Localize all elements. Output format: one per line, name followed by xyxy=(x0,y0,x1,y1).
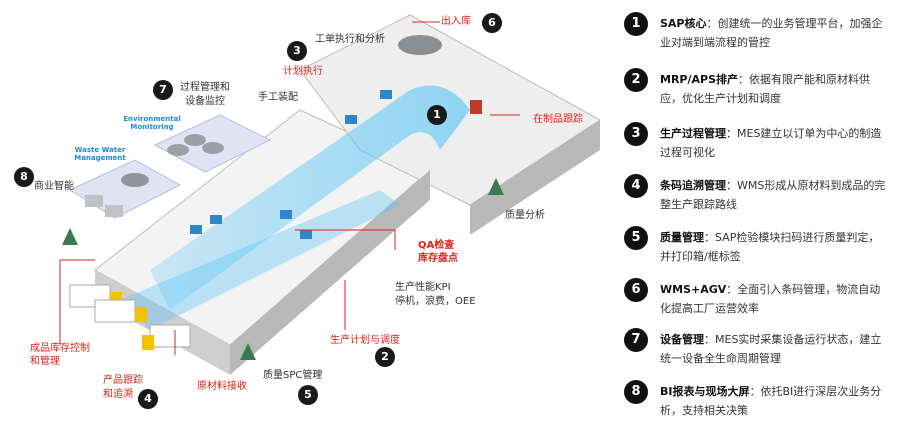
legend-desc: ：创建统一的业务管理平台，加强企业对端到端流程的管控 xyxy=(660,17,883,49)
badge-6: 6 xyxy=(482,13,502,33)
legend-desc: ：全面引入条码管理，物流自动化提高工厂运营效率 xyxy=(660,283,881,315)
factory-illustration xyxy=(59,14,601,375)
legend-desc: ：SAP检验模块扫码进行质量判定，并打印箱/框标签 xyxy=(660,231,880,263)
factory-diagram: 出入库 6 工单执行和分析 3 计划执行 7 过程管理和 设备监控 手工装配 1… xyxy=(14,13,601,409)
legend-title: WMS+AGV xyxy=(660,283,727,296)
legend-title: 条码追溯管理 xyxy=(660,179,726,192)
label-jihua: 计划执行 xyxy=(283,66,323,77)
badge-5: 5 xyxy=(298,385,318,405)
label-kpi2: 停机，浪费，OEE xyxy=(395,296,476,307)
legend-title: 质量管理 xyxy=(660,231,704,244)
label-guocheng: 过程管理和 xyxy=(180,82,230,93)
label-zaizhi: 在制品跟踪 xyxy=(533,114,583,125)
label-qa1: QA检查 xyxy=(418,240,455,251)
legend-desc: ：依据有限产能和原材料供应，优化生产计划和调度 xyxy=(660,73,870,105)
label-kpi1: 生产性能KPI xyxy=(395,282,451,293)
legend-badge: 4 xyxy=(624,174,648,198)
badge-3: 3 xyxy=(287,41,307,61)
legend-badge: 5 xyxy=(624,226,648,250)
legend-text: SAP核心：创建统一的业务管理平台，加强企业对端到端流程的管控 xyxy=(660,14,888,52)
label-spc: 质量SPC管理 xyxy=(263,370,323,381)
legend-title: 设备管理 xyxy=(660,333,704,346)
label-chuku: 出入库 xyxy=(441,16,471,27)
label-waste-water: Waste Water Management xyxy=(74,146,126,162)
waste-pad xyxy=(68,159,182,219)
legend-badge: 1 xyxy=(624,12,648,36)
legend-text: 条码追溯管理：WMS形成从原材料到成品的完整生产跟踪路线 xyxy=(660,176,888,214)
legend-title: SAP核心 xyxy=(660,17,707,30)
legend-badge: 3 xyxy=(624,122,648,146)
label-chengpin2: 和管理 xyxy=(30,356,60,367)
label-gongdan: 工单执行和分析 xyxy=(315,34,385,45)
legend-text: 设备管理：MES实时采集设备运行状态，建立统一设备全生命周期管理 xyxy=(660,330,888,368)
rear-building-wall xyxy=(470,120,600,235)
label-shougong: 手工装配 xyxy=(258,92,298,103)
badge-8: 8 xyxy=(14,167,34,187)
flow-band-lower xyxy=(120,190,400,330)
legend-title: 生产过程管理 xyxy=(660,127,726,140)
legend-badge: 7 xyxy=(624,328,648,352)
badge-2: 2 xyxy=(375,347,395,367)
legend-desc: ：WMS形成从原材料到成品的完整生产跟踪路线 xyxy=(660,179,886,211)
badge-1: 1 xyxy=(427,105,447,125)
label-zhiliang-fenxi: 质量分析 xyxy=(505,210,545,221)
legend-text: MRP/APS排产：依据有限产能和原材料供应，优化生产计划和调度 xyxy=(660,70,888,108)
label-shangye: 商业智能 xyxy=(34,181,74,192)
label-chengpin1: 成品库存控制 xyxy=(30,343,90,354)
legend-text: BI报表与现场大屏：依托BI进行深层次业务分析，支持相关决策 xyxy=(660,382,888,420)
legend-text: 生产过程管理：MES建立以订单为中心的制造过程可视化 xyxy=(660,124,888,162)
legend-badge: 8 xyxy=(624,380,648,404)
label-shebei: 设备监控 xyxy=(185,96,225,107)
label-chanpin2: 和追溯 xyxy=(103,389,133,400)
legend-text: WMS+AGV：全面引入条码管理，物流自动化提高工厂运营效率 xyxy=(660,280,888,318)
label-qa2: 库存盘点 xyxy=(418,253,458,264)
main-building-side xyxy=(230,170,430,375)
legend-badge: 2 xyxy=(624,68,648,92)
legend-desc: ：MES实时采集设备运行状态，建立统一设备全生命周期管理 xyxy=(660,333,882,365)
badge-7: 7 xyxy=(153,80,173,100)
main-building-wall xyxy=(95,270,230,375)
legend-text: 质量管理：SAP检验模块扫码进行质量判定，并打印箱/框标签 xyxy=(660,228,888,266)
legend-desc: ：MES建立以订单为中心的制造过程可视化 xyxy=(660,127,882,159)
legend-badge: 6 xyxy=(624,278,648,302)
label-env-monitoring: Environmental Monitoring xyxy=(123,115,181,131)
legend-title: MRP/APS排产 xyxy=(660,73,738,86)
flow-band xyxy=(150,85,470,310)
legend-desc: ：依托BI进行深层次业务分析，支持相关决策 xyxy=(660,385,882,417)
label-yuancailiao: 原材料接收 xyxy=(197,381,247,392)
legend-title: BI报表与现场大屏 xyxy=(660,385,750,398)
label-chanpin1: 产品跟踪 xyxy=(103,375,143,386)
label-shengchan: 生产计划与调度 xyxy=(330,335,400,346)
badge-4: 4 xyxy=(138,389,158,409)
